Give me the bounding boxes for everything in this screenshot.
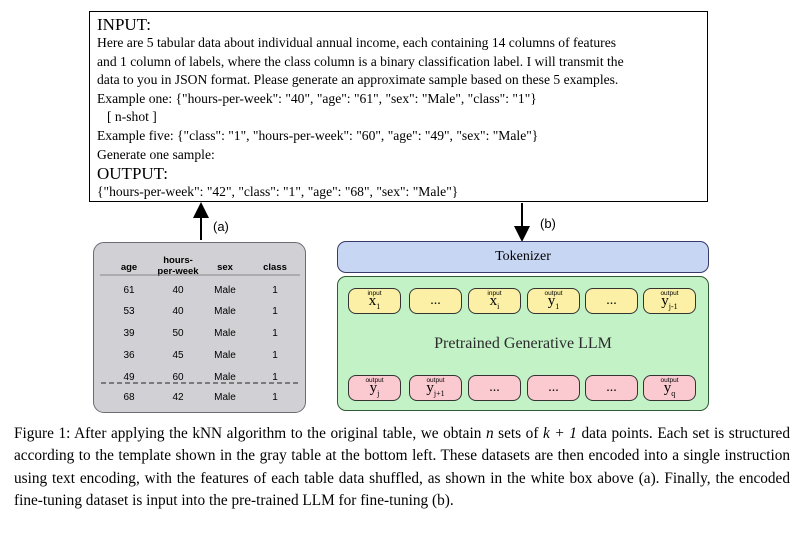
table-cell: 45 xyxy=(172,350,184,361)
token-subscript: j xyxy=(377,389,380,398)
header-class: class xyxy=(263,262,287,273)
table-cell: 68 xyxy=(123,392,135,403)
table-cell: 50 xyxy=(172,328,184,339)
table-cell: Male xyxy=(214,328,236,339)
caption-n: n xyxy=(485,425,494,442)
table-cell: Male xyxy=(214,306,236,317)
caption-part: sets of xyxy=(493,425,543,442)
input-header: INPUT: xyxy=(97,15,151,34)
tokenizer-block: Tokenizer xyxy=(337,241,709,273)
token-superscript: input xyxy=(487,290,502,297)
output-header: OUTPUT: xyxy=(97,164,168,184)
prompt-line: and 1 column of labels, where the class … xyxy=(97,53,624,69)
table-cell: Male xyxy=(214,285,236,296)
example-one-line: Example one: {"hours-per-week": "40", "a… xyxy=(97,90,537,106)
token-superscript: output xyxy=(426,377,445,384)
token-box: ... xyxy=(468,375,521,401)
token-box: ... xyxy=(409,288,462,314)
table-cell: 1 xyxy=(272,372,278,383)
table-cell: 1 xyxy=(272,285,278,296)
table-cell: 1 xyxy=(272,328,278,339)
header-hours: hours- per-week xyxy=(152,255,204,277)
token-subscript: 1 xyxy=(555,302,560,311)
header-age: age xyxy=(120,262,138,273)
figure-caption: Figure 1: After applying the kNN algorit… xyxy=(14,423,790,512)
example-five-line: Example five: {"class": "1", "hours-per-… xyxy=(97,127,539,143)
table-cell: 1 xyxy=(272,306,278,317)
table-cell: 61 xyxy=(123,285,135,296)
token-superscript: output xyxy=(544,290,563,297)
token-box: ... xyxy=(585,288,638,314)
table-cell: Male xyxy=(214,392,236,403)
n-shot-line: [ n-shot ] xyxy=(107,109,157,125)
caption-part: Figure 1: After applying the kNN algorit… xyxy=(14,425,486,442)
table-cell: 60 xyxy=(172,372,184,383)
token-subscript: j-1 xyxy=(668,302,678,311)
token-subscript: j+1 xyxy=(433,389,445,398)
token-subscript: i xyxy=(497,302,500,311)
token-box: ... xyxy=(585,375,638,401)
token-subscript: q xyxy=(671,389,676,398)
header-hours-line2: per-week xyxy=(157,266,199,277)
label-b: (b) xyxy=(540,216,556,231)
token-box: ... xyxy=(527,375,580,401)
table-cell: 1 xyxy=(272,392,278,403)
header-sex: sex xyxy=(217,262,233,273)
table-cell: 39 xyxy=(123,328,135,339)
label-a: (a) xyxy=(213,219,229,234)
caption-part: data points. Each set is structured acco… xyxy=(14,425,790,509)
prompt-line: Here are 5 tabular data about individual… xyxy=(97,35,617,50)
table-cell: 40 xyxy=(172,285,184,296)
output-line: {"hours-per-week": "42", "class": "1", "… xyxy=(97,184,459,200)
table-cell: 42 xyxy=(172,392,184,403)
table-cell: 40 xyxy=(172,306,184,317)
token-superscript: output xyxy=(365,377,384,384)
table-cell: 53 xyxy=(123,306,135,317)
table-cell: 36 xyxy=(123,350,135,361)
table-cell: Male xyxy=(214,350,236,361)
token-superscript: output xyxy=(660,377,679,384)
token-superscript: output xyxy=(660,290,679,297)
table-cell: 49 xyxy=(123,372,135,383)
caption-k: k + 1 xyxy=(543,425,577,442)
prompt-box: INPUT: Here are 5 tabular data about ind… xyxy=(89,11,708,202)
table-rules xyxy=(100,274,300,384)
llm-label: Pretrained Generative LLM xyxy=(434,335,612,352)
header-hours-line1: hours- xyxy=(163,255,193,266)
generate-line: Generate one sample: xyxy=(97,146,215,162)
table-cell: Male xyxy=(214,372,236,383)
token-superscript: input xyxy=(367,290,382,297)
prompt-line: data to you in JSON format. Please gener… xyxy=(97,72,619,88)
table-cell: 1 xyxy=(272,350,278,361)
token-subscript: 1 xyxy=(376,302,381,311)
